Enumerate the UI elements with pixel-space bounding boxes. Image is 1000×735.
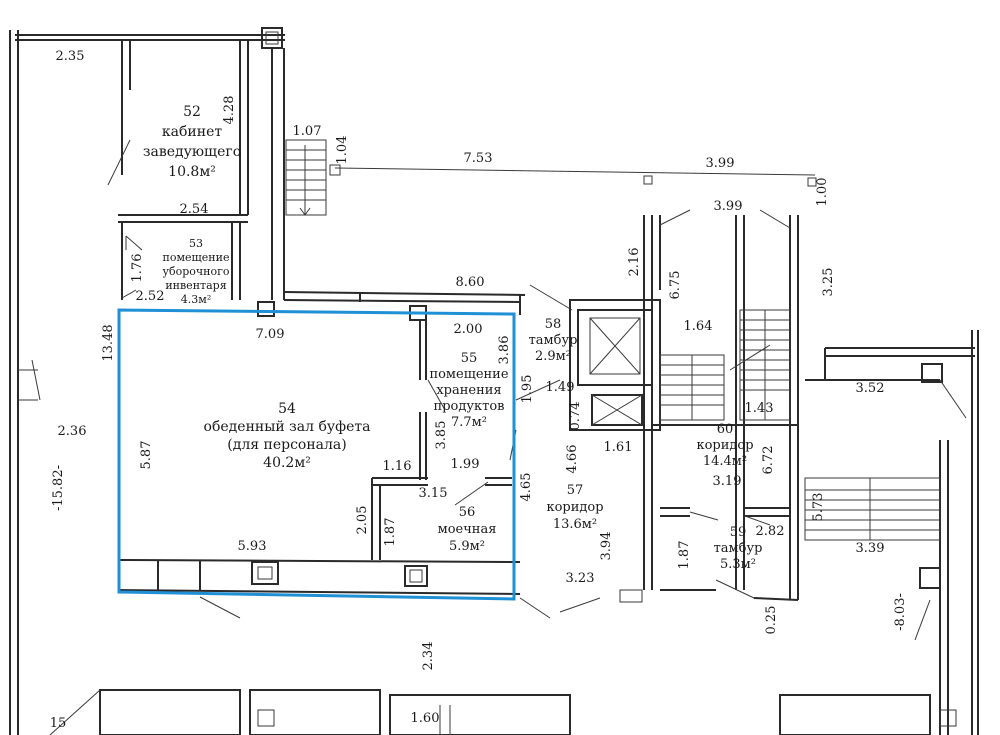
dimension-label: 2.35 bbox=[56, 49, 85, 64]
dimension-label: 3.25 bbox=[821, 268, 836, 297]
dimension-label: 3.39 bbox=[856, 541, 885, 556]
room-58-line: тамбур bbox=[529, 333, 578, 348]
dimension-label: 2.05 bbox=[355, 506, 370, 535]
room-52-line: 10.8м² bbox=[168, 164, 216, 180]
dimension-label: 2.16 bbox=[627, 248, 642, 277]
room-56-line: 56 bbox=[459, 505, 476, 520]
room-59-line: тамбур bbox=[714, 541, 763, 556]
highlighted-zone-outline bbox=[117, 308, 516, 601]
dimension-label: 4.66 bbox=[565, 445, 580, 474]
room-55-line: 7.7м² bbox=[451, 415, 487, 430]
room-54-line: (для персонала) bbox=[227, 437, 347, 453]
room-57-line: 13.6м² bbox=[553, 517, 597, 532]
dimension-label: 3.23 bbox=[566, 571, 595, 586]
dimension-label: 1.60 bbox=[411, 711, 440, 726]
room-52-line: заведующего bbox=[143, 144, 241, 160]
dimension-label: 1.64 bbox=[684, 319, 713, 334]
dimension-label: 3.85 bbox=[434, 421, 449, 450]
dimension-label: 3.94 bbox=[599, 532, 614, 561]
room-label-52: 52 кабинет заведующего 10.8м² bbox=[143, 104, 241, 180]
room-60-line: 60 bbox=[717, 422, 734, 437]
room-52-line: 52 bbox=[183, 104, 201, 120]
room-56-line: моечная bbox=[438, 522, 497, 537]
dimension-label: 1.87 bbox=[383, 518, 398, 547]
dimension-label: 2.36 bbox=[58, 424, 87, 439]
dimension-label: 5.93 bbox=[238, 539, 267, 554]
dimension-label: 7.09 bbox=[256, 327, 285, 342]
room-label-57: 57 коридор 13.6м² bbox=[546, 483, 603, 532]
room-label-54: 54 обеденный зал буфета (для персонала) 40.… bbox=[204, 401, 371, 471]
room-55-line: продуктов bbox=[434, 399, 505, 414]
room-55-line: хранения bbox=[436, 383, 501, 398]
dimension-label: 3.86 bbox=[497, 336, 512, 365]
room-59-line: 5.3м² bbox=[720, 557, 756, 572]
dimension-label: 2.34 bbox=[421, 642, 436, 671]
dimension-label: 2.00 bbox=[454, 322, 483, 337]
dimension-label: 1.99 bbox=[451, 457, 480, 472]
dimension-label: 5.87 bbox=[139, 441, 154, 470]
dimension-label: -8.03- bbox=[893, 593, 908, 631]
room-53-line: 4.3м² bbox=[181, 293, 211, 306]
room-label-56: 56 моечная 5.9м² bbox=[438, 505, 497, 554]
room-55-line: 55 bbox=[461, 351, 478, 366]
room-58-line: 58 bbox=[545, 317, 562, 332]
room-54-line: обеденный зал буфета bbox=[204, 419, 371, 435]
dimension-label: 0.74 bbox=[568, 402, 583, 431]
dimension-label: 8.60 bbox=[456, 275, 485, 290]
dimension-label: 3.52 bbox=[856, 381, 885, 396]
room-53-line: помещение bbox=[163, 251, 230, 264]
dimension-labels: 2.35 4.28 1.07 1.04 7.53 3.99 3.99 1.00 2.54 1.76… bbox=[50, 49, 908, 731]
dimension-label: 1.00 bbox=[815, 178, 830, 207]
room-57-line: коридор bbox=[546, 500, 603, 515]
dimension-label: 1.49 bbox=[546, 380, 575, 395]
dimension-label: 1.76 bbox=[130, 254, 145, 283]
room-58-line: 2.9м² bbox=[535, 349, 571, 364]
dimension-label: 0.25 bbox=[764, 606, 779, 635]
room-54-line: 54 bbox=[278, 401, 296, 417]
room-57-line: 57 bbox=[567, 483, 584, 498]
dimension-label: -15.82- bbox=[51, 465, 66, 511]
dimension-label: 6.75 bbox=[668, 271, 683, 300]
dimension-label: 1.87 bbox=[677, 541, 692, 570]
dimension-label: 3.15 bbox=[419, 486, 448, 501]
dimension-label: 5.73 bbox=[811, 493, 826, 522]
dimension-label: 2.54 bbox=[180, 202, 209, 217]
room-53-line: инвентаря bbox=[165, 279, 226, 292]
room-56-line: 5.9м² bbox=[449, 539, 485, 554]
dimension-label: 3.99 bbox=[714, 199, 743, 214]
room-55-line: помещение bbox=[429, 367, 508, 382]
room-60-line: коридор bbox=[696, 438, 753, 453]
dimension-label: 1.07 bbox=[293, 124, 322, 139]
dimension-label: 2.82 bbox=[756, 524, 785, 539]
dimension-label: 13.48 bbox=[101, 324, 116, 361]
dimension-label: 3.99 bbox=[706, 156, 735, 171]
room-53-line: 53 bbox=[189, 237, 203, 250]
dimension-label: 1.61 bbox=[604, 440, 633, 455]
room-60-line: 14.4м² bbox=[703, 454, 747, 469]
dimension-label: 1.43 bbox=[745, 401, 774, 416]
dimension-label: 2.52 bbox=[136, 289, 165, 304]
walls bbox=[9, 27, 979, 735]
room-53-line: уборочного bbox=[163, 265, 230, 278]
dimension-label: 4.65 bbox=[519, 473, 534, 502]
room-54-line: 40.2м² bbox=[263, 455, 311, 471]
dimension-label: 6.72 bbox=[761, 446, 776, 475]
dimension-label: 1.16 bbox=[383, 459, 412, 474]
dimension-label: 7.53 bbox=[464, 151, 493, 166]
dimension-label: 1.95 bbox=[520, 375, 535, 404]
dimension-label: 4.28 bbox=[222, 96, 237, 125]
dimension-label: 3.19 bbox=[713, 474, 742, 489]
dimension-label: 1.04 bbox=[335, 136, 350, 165]
dimension-label: 15 bbox=[50, 716, 67, 731]
room-52-line: кабинет bbox=[162, 124, 222, 140]
room-59-line: 59 bbox=[730, 525, 747, 540]
